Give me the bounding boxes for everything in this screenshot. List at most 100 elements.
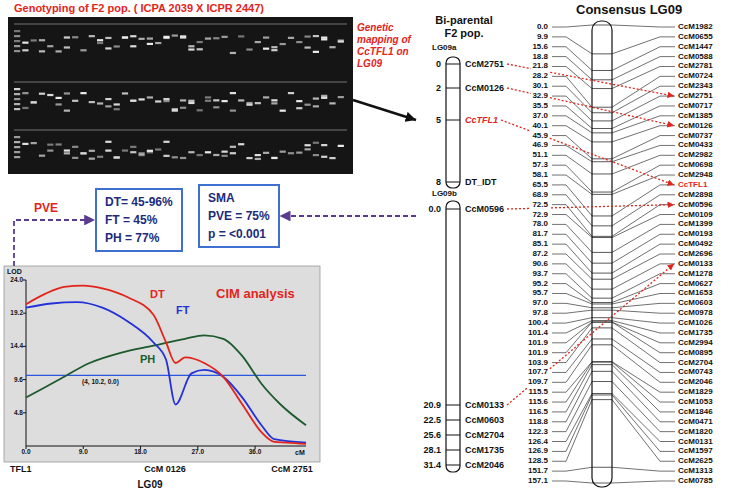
gel-band [180,35,186,37]
gel-band [188,48,194,50]
gel-band [139,38,145,40]
leader-line [612,345,675,382]
gel-band [205,96,211,98]
leader-line [552,234,592,263]
marker-tick [592,141,612,142]
marker-name: CcM0603 [678,298,713,308]
gel-band [39,39,45,41]
axis-tick [23,346,26,347]
gel-band [263,36,269,38]
map-position: 157.1 [527,476,549,486]
marker-name: CcM2781 [678,61,713,71]
marker-tick [446,64,460,65]
marker-tick [592,394,612,395]
gel-band [180,157,186,159]
mapping-arrow [353,100,416,120]
gel-band [280,151,286,153]
gel-band [222,155,228,157]
marker-name: CcM0131 [678,437,713,447]
gel-band [271,102,277,104]
marker-tick [592,279,612,280]
pve-arrow [280,215,416,217]
map-position: 18.8 [531,52,549,62]
gel-band [56,143,62,145]
gel-band [14,30,20,32]
leader-line [552,37,592,54]
axis-title: LOD [7,267,22,276]
marker-tick [592,361,612,362]
marker-tick [592,237,612,238]
marker-name: CcM1735 [678,328,713,338]
marker-name: CcM0627 [678,279,713,289]
leader-line [612,400,675,462]
marker-tick [592,298,612,299]
map-position: 107.7 [527,367,549,377]
gel-band [56,97,62,99]
gel-band [31,102,37,104]
leader-line [612,318,675,323]
gel-band [97,102,103,104]
marker-name: CcM2704 [465,430,504,441]
map-position: 8 [436,177,441,188]
gel-band [305,35,311,37]
gel-band [22,42,28,44]
gel-band [105,141,111,143]
pve-arrow [14,220,95,266]
gel-band [280,110,286,112]
leader-line [552,244,592,273]
gel-band [288,152,294,154]
map-position: 100.4 [527,318,549,328]
marker-name: CcM0698 [678,160,713,170]
marker-name: CcM1829 [678,387,713,397]
leader-line [552,195,592,226]
marker-link [507,264,674,405]
gel-band [180,107,186,109]
gel-band [180,99,186,101]
box-text: SMA [208,189,270,207]
gel-band [130,100,136,102]
map-position: 122.3 [527,427,549,437]
gel-band [105,98,111,100]
linkage-bars [446,57,460,472]
marker-name: CcM1653 [678,288,713,298]
marker-name: CcM2898 [678,190,713,200]
map-position: 93.7 [531,269,549,279]
gel-band [22,143,28,145]
leader-line [552,224,592,252]
map-position: 101.4 [527,328,549,338]
marker-tick [592,25,612,26]
axis-tick: 14.4 [10,342,23,350]
marker-tick [446,88,460,89]
gel-band [263,96,269,98]
marker-tick [592,88,612,89]
axis-tick: 9.6 [14,376,23,384]
map-position: 126.9 [527,446,549,456]
gel-band [39,93,45,95]
marker-name: CcM0126 [678,121,713,131]
leader-line [552,310,592,313]
gel-band [14,50,20,52]
marker-tick [592,225,612,226]
group-heading: Consensus LG09 [514,2,736,18]
gel-band [22,107,28,109]
marker-name: CcM1447 [678,42,713,52]
gel-band [139,154,145,156]
leader-line [612,96,675,121]
gel-band [155,148,161,150]
gel-band [130,100,136,102]
gel-band [255,41,261,43]
gel-band [305,144,311,146]
marker-tick [592,317,612,318]
gel-band [338,96,344,98]
gel-band [14,45,20,47]
sma-box: SMAPVE = 75%p = <0.001 [198,184,280,248]
marker-name: CcM0978 [678,308,713,318]
gel-band [39,50,45,52]
marker-name: CcTFL1 [678,180,707,190]
leader-line [612,86,675,113]
marker-tick [592,320,612,321]
gel-band [280,43,286,45]
gel-band [213,106,219,108]
map-position: 65.5 [531,180,549,190]
leader-line [612,321,675,333]
